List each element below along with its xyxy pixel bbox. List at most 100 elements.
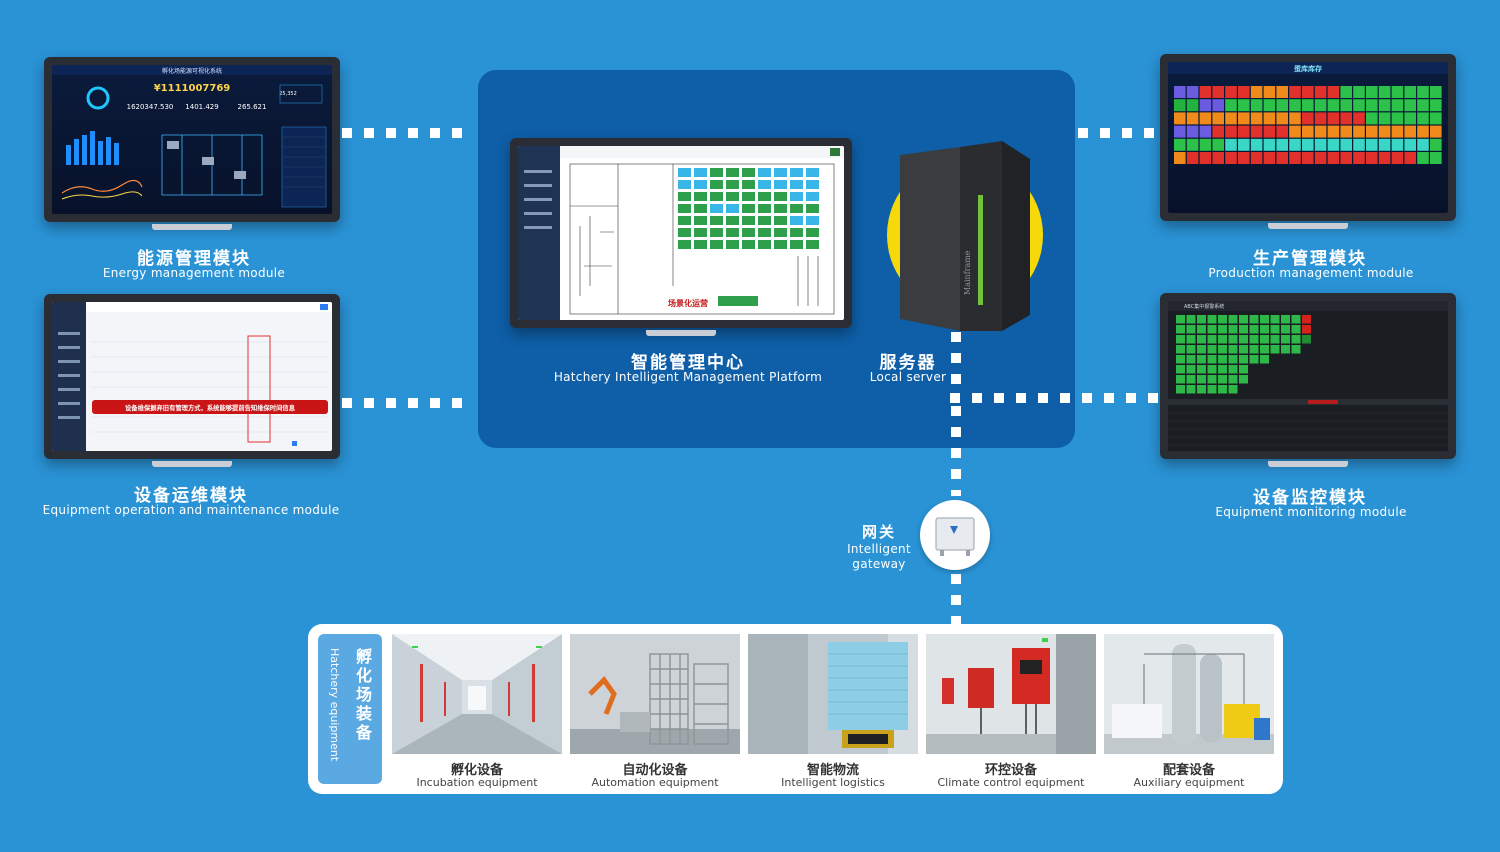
alarm-cell [1228,335,1238,344]
inventory-cell [1276,138,1288,151]
hatch-cell [742,192,755,201]
hatch-cell [774,180,787,189]
alarm-cell [1260,335,1269,344]
inventory-cell [1302,138,1314,151]
alarm-cell [1186,325,1196,334]
hatch-cell [694,228,707,237]
alarm-cell [1228,365,1238,374]
hatch-cell [678,240,691,249]
inventory-cell [1212,112,1224,125]
platform-screen: 场景化运营 [518,146,844,320]
inventory-cell [1225,86,1237,98]
inventory-cell [1314,99,1327,112]
alarm-cell [1176,335,1185,344]
platform-monitor[interactable]: 场景化运营 [510,138,852,336]
inventory-cell [1417,138,1429,151]
inventory-cell [1289,86,1301,98]
inventory-cell [1327,138,1340,151]
monitoring-label-en: Equipment monitoring module [1215,505,1407,519]
alarm-cell [1249,345,1259,354]
production-dashboard: 蛋库库存 [1168,62,1448,164]
production-monitor[interactable]: 蛋库库存 [1160,54,1456,229]
energy-counter: ¥1111007769 [154,83,231,94]
alarm-cell [1228,375,1238,384]
inventory-cell [1417,99,1429,112]
hatch-cell [678,168,691,177]
inventory-cell [1186,152,1199,164]
inventory-cell [1430,86,1442,98]
maintenance-label-cn: 设备运维模块 [134,486,248,506]
inventory-cell [1199,152,1212,164]
hatch-cell [694,216,707,225]
hatch-cell [790,228,803,237]
alarm-cell [1270,325,1280,334]
inventory-cell [1212,138,1224,151]
energy-dashboard: 孵化场能源可视化系统 ¥1111007769 1620347.530 1401.… [52,65,332,208]
inventory-cell [1174,152,1186,164]
inventory-cell [1391,125,1404,138]
inventory-cell [1391,99,1404,112]
hatch-cell [726,192,739,201]
energy-bar-group [66,131,119,165]
inventory-cell [1391,86,1404,98]
hatch-cell [790,216,803,225]
server-brand: Mainframe [963,250,972,295]
inventory-cell [1250,99,1263,112]
gateway-label-cn: 网关 [861,523,896,541]
alarm-cell [1176,375,1185,384]
energy-label-cn: 能源管理模块 [137,249,251,269]
alarm-cell [1207,315,1217,324]
hatch-cell [774,240,787,249]
alarm-cell [1260,355,1269,364]
inventory-cell [1366,152,1378,164]
alarm-cell [1249,335,1259,344]
monitoring-dashboard: ABC集中报警系统 [1168,301,1448,446]
inventory-cell [1302,99,1314,112]
alarm-cell [1218,355,1227,364]
inventory-cell [1250,138,1263,151]
alarm-cell [1197,315,1206,324]
energy-monitor[interactable]: 孵化场能源可视化系统 ¥1111007769 1620347.530 1401.… [44,57,340,230]
inventory-cell [1340,125,1352,138]
energy-label-en: Energy management module [102,266,286,280]
inventory-cell [1353,86,1365,98]
alarm-cell [1197,375,1206,384]
inventory-cell [1238,112,1250,125]
maintenance-monitor[interactable]: 设备维保摒弃旧有管理方式，系统能够提前告知维保时间信息 [44,294,340,467]
alarm-cell [1260,345,1269,354]
alarm-cell [1270,345,1280,354]
hatch-cell [758,192,771,201]
alarm-cell [1218,315,1227,324]
alarm-cell [1291,315,1301,324]
inventory-cell [1199,86,1212,98]
alarm-cell [1281,345,1290,354]
platform-label-en: Hatchery Intelligent Management Platform [553,370,823,384]
monitor-stand [646,330,716,336]
hatch-cell [742,168,755,177]
auxiliary-photo [1104,634,1274,754]
inventory-cell [1186,125,1199,138]
inventory-cell [1289,125,1301,138]
inventory-cell [1174,125,1186,138]
monitoring-monitor[interactable]: ABC集中报警系统 [1160,293,1456,467]
hatch-cell [806,228,819,237]
inventory-cell [1199,99,1212,112]
alarm-cell [1218,385,1227,394]
inventory-cell [1404,138,1416,151]
alarm-cell [1281,335,1290,344]
inventory-cell [1340,86,1352,98]
inventory-cell [1225,152,1237,164]
alarm-cell [1239,375,1248,384]
alarm-cell [1218,335,1227,344]
inventory-cell [1404,125,1416,138]
alarm-cell [1197,335,1206,344]
alarm-cell [1176,345,1185,354]
alarm-cell [1291,345,1301,354]
hatch-cell [774,192,787,201]
inventory-cell [1238,99,1250,112]
climate-caption-cn: 环控设备 [984,763,1037,778]
energy-title: 孵化场能源可视化系统 [162,67,222,75]
inventory-cell [1430,112,1442,125]
hatch-cell [806,216,819,225]
alarm-cell [1228,355,1238,364]
